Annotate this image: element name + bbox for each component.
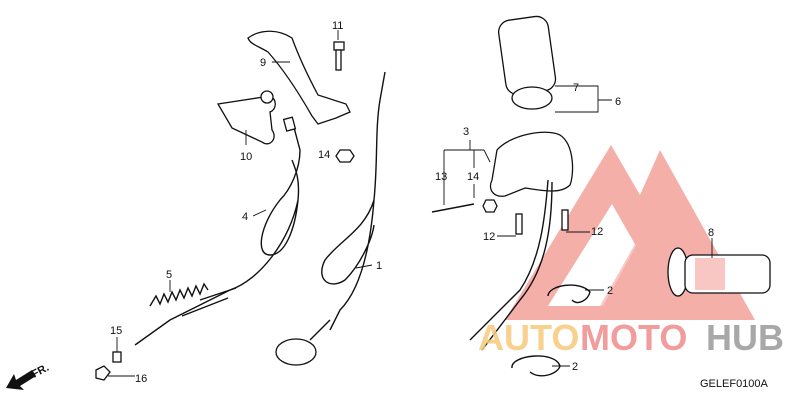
callout-16: 16 [135,373,147,385]
callout-3: 3 [463,126,469,138]
cable-1 [321,71,386,331]
callout-11: 11 [332,20,343,32]
callout-2: 2 [607,285,613,297]
callouts: 11 9 10 14 4 5 15 16 1 3 13 14 12 12 7 6… [110,20,714,385]
bolt-13 [431,203,475,213]
holder-clamp [260,90,274,104]
pivot-bolt [333,41,345,51]
adjuster-rod [181,287,237,317]
grip-overlay [695,258,725,290]
callout-15: 15 [110,325,122,337]
spring [149,282,209,307]
callout-13: 13 [435,171,447,183]
front-direction-arrow-icon [6,370,36,390]
callout-9: 9 [260,57,266,69]
callout-14b: 14 [467,171,479,183]
callout-12: 12 [483,231,495,243]
watermark-text: AUTO MOTO HUB [478,317,784,358]
throttle-wiring [469,179,553,351]
svg-text:HUB: HUB [706,317,784,358]
callout-5: 5 [166,269,172,281]
lever-holder [216,95,276,145]
callout-10: 10 [240,151,252,163]
clutch-lever [247,30,351,125]
nut [335,149,355,163]
callout-1: 1 [376,260,382,272]
callout-7: 7 [573,82,579,94]
callout-2b: 2 [572,361,578,373]
cable-1-lower [309,319,331,341]
cable-cap [275,338,317,366]
throttle-sleeve [511,86,553,110]
callout-6: 6 [615,96,621,108]
diagram-code: GELEF0100A [700,378,769,390]
callout-14: 14 [318,149,330,161]
nut-14 [482,199,498,213]
callout-12b: 12 [591,226,603,238]
band-upper [547,284,591,304]
leader-lines [108,30,713,377]
pivot-bolt-shank [335,49,342,71]
cable-4 [134,119,301,346]
bolt-12-left [515,213,523,235]
cable-pin [112,351,122,363]
svg-text:AUTO: AUTO [478,317,579,358]
throttle-grip [497,15,557,96]
svg-text:MOTO: MOTO [580,317,687,358]
cable-end [282,116,297,132]
direction-label: FR. [30,362,51,381]
adjust-nut [95,365,111,381]
callout-4: 4 [242,211,248,223]
throttle-housing [489,131,574,197]
bolt-12-right [561,209,569,231]
callout-8: 8 [708,227,714,239]
